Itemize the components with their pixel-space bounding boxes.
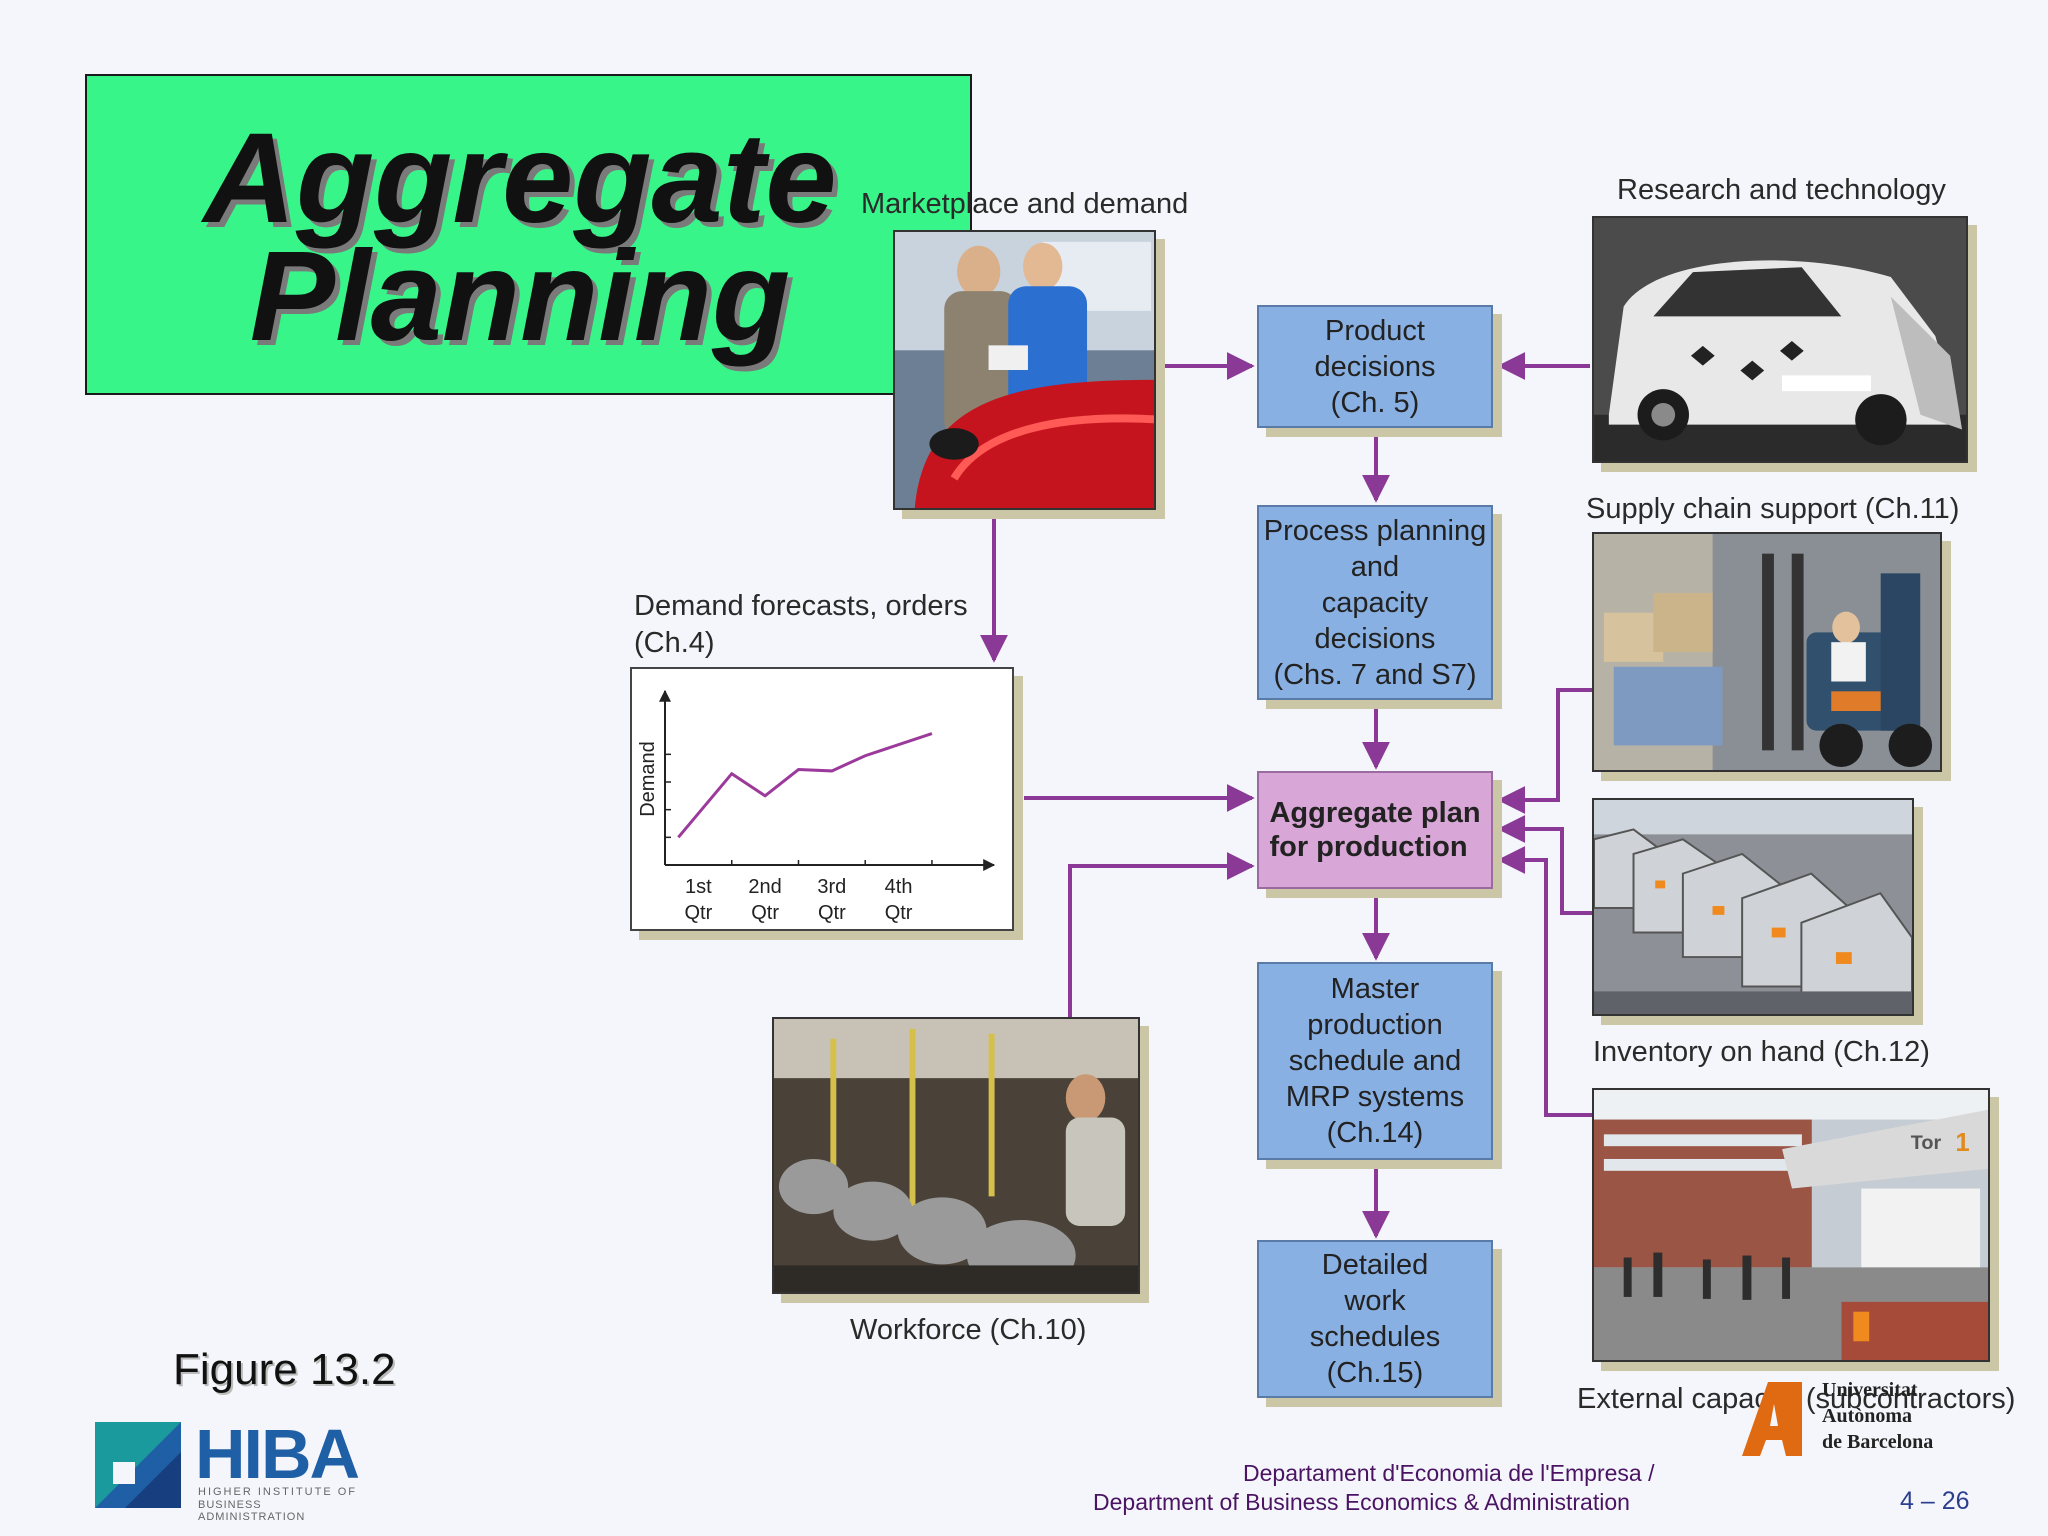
x-tick-label: Qtr bbox=[751, 902, 779, 924]
x-tick-label: 4th bbox=[885, 876, 913, 898]
x-tick-label: 2nd bbox=[748, 876, 781, 898]
figure-label: Figure 13.2 bbox=[173, 1345, 396, 1394]
university-name-3: de Barcelona bbox=[1822, 1431, 1934, 1453]
caption-demand-line-1: Demand forecasts, orders bbox=[634, 590, 968, 622]
page-title: Aggregate Planning bbox=[150, 107, 890, 368]
university-name-2: Autònoma bbox=[1822, 1405, 1913, 1427]
photo-research bbox=[1592, 216, 1968, 463]
university-name-1: Universitat bbox=[1822, 1379, 1918, 1401]
caption-demand-line-2: (Ch.4) bbox=[634, 627, 715, 659]
photo-workforce bbox=[772, 1017, 1140, 1294]
footer-line-1: Departament d'Economia de l'Empresa / bbox=[1243, 1460, 1655, 1486]
page-number: 4 – 26 bbox=[1900, 1487, 1970, 1515]
caption-workforce: Workforce (Ch.10) bbox=[850, 1314, 1087, 1346]
hiba-logo-sub-1: HIGHER INSTITUTE OF bbox=[198, 1486, 357, 1498]
box-detailed-schedules: Detailed work schedules (Ch.15) bbox=[1257, 1240, 1493, 1398]
university-logo: Universitat Autònoma de Barcelona bbox=[1742, 1379, 1942, 1460]
x-tick-label: Qtr bbox=[818, 902, 846, 924]
hiba-logo: HIBA HIGHER INSTITUTE OF BUSINESS ADMINI… bbox=[95, 1415, 360, 1523]
x-tick-label: Qtr bbox=[684, 902, 712, 924]
demand-series-line bbox=[677, 732, 933, 839]
photo-external: Tor 1 bbox=[1592, 1088, 1990, 1362]
photo-marketplace bbox=[893, 230, 1156, 510]
arrow-supply-to-aggregate bbox=[1497, 688, 1592, 814]
hiba-logo-mark-icon bbox=[95, 1422, 181, 1508]
box-master-production: Master production schedule and MRP syste… bbox=[1257, 962, 1493, 1160]
photo-inventory bbox=[1592, 798, 1914, 1016]
photo-supply-chain bbox=[1592, 532, 1942, 772]
svg-text:1: 1 bbox=[1955, 1129, 1969, 1157]
x-tick-label: 1st bbox=[685, 876, 712, 898]
box-aggregate-plan: Aggregate plan for production bbox=[1257, 771, 1493, 889]
box-process-planning: Process planning and capacity decisions … bbox=[1257, 505, 1493, 700]
svg-text:Tor: Tor bbox=[1911, 1132, 1942, 1154]
x-tick-label: 3rd bbox=[817, 876, 846, 898]
x-tick-label: Qtr bbox=[885, 902, 913, 924]
caption-inventory: Inventory on hand (Ch.12) bbox=[1593, 1036, 1930, 1068]
footer-line-2: Department of Business Economics & Admin… bbox=[1093, 1489, 1630, 1515]
caption-research: Research and technology bbox=[1617, 174, 1946, 206]
title-line-2: Planning bbox=[249, 225, 791, 368]
arrow-inventory-to-aggregate bbox=[1497, 815, 1592, 915]
arrow-workforce-to-aggregate bbox=[1068, 852, 1255, 1017]
title-line-1: Aggregate bbox=[203, 107, 837, 250]
y-axis-label: Demand bbox=[637, 741, 659, 817]
hiba-logo-name: HIBA bbox=[195, 1415, 360, 1493]
title-banner bbox=[85, 74, 972, 395]
arrow-external-to-aggregate bbox=[1497, 846, 1592, 1117]
caption-marketplace: Marketplace and demand bbox=[861, 188, 1189, 220]
box-product-decisions: Product decisions (Ch. 5) bbox=[1257, 305, 1493, 428]
uab-logo-icon bbox=[1742, 1382, 1802, 1456]
hiba-logo-sub-2: BUSINESS ADMINISTRATION bbox=[198, 1499, 306, 1523]
caption-supply-chain: Supply chain support (Ch.11) bbox=[1586, 493, 1960, 525]
